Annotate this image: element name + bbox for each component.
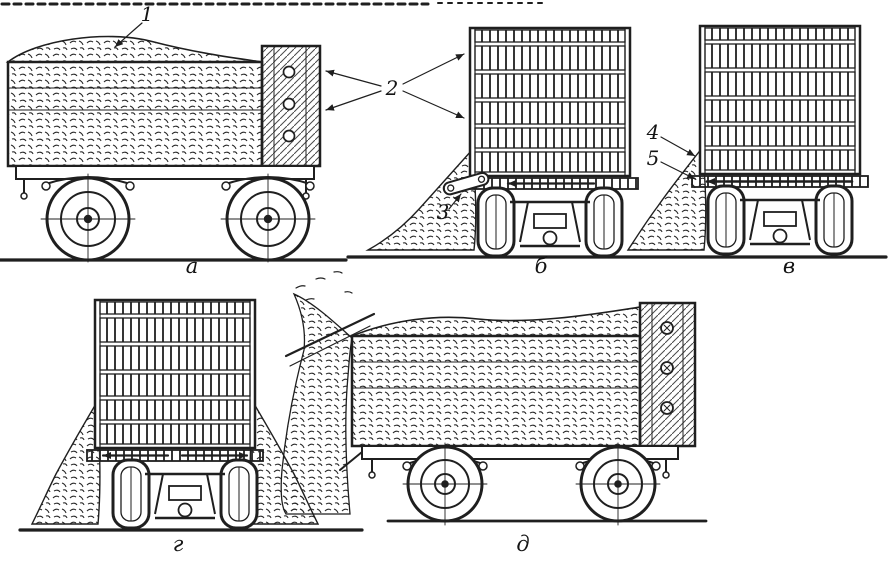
tailgate [638, 301, 697, 448]
right-wheel [219, 458, 259, 530]
tailgate [260, 44, 322, 168]
side-rails [351, 361, 641, 389]
callout-4-leader [660, 136, 696, 157]
callout-2-leader-b-bottom [402, 90, 465, 119]
left-wheel [111, 458, 151, 530]
thrown-material-stream [280, 292, 353, 515]
rack-body [93, 298, 257, 450]
callout-1-leader [114, 22, 143, 48]
trailer-body [350, 334, 642, 448]
subfigure-v [626, 24, 869, 256]
subfigure-a [0, 35, 348, 263]
trailer-body [6, 60, 264, 168]
subfigure-g-label: г [173, 532, 184, 556]
subfigure-b-label: б [535, 254, 548, 278]
rack-body [698, 24, 862, 176]
callout-2-leader-a-top [325, 69, 382, 87]
side-rails [7, 87, 263, 111]
callout-3-leader [448, 193, 462, 210]
rack-body [468, 26, 632, 178]
pickup-chute [442, 171, 490, 196]
callout-4-label: 4 [646, 120, 660, 144]
subfigure-d [280, 271, 708, 526]
callout-1-label: 1 [141, 2, 154, 26]
flying-flecks [295, 271, 353, 301]
subfigure-b [346, 26, 888, 259]
subfigure-d-label: д [516, 532, 529, 556]
running-gear [143, 472, 227, 520]
wheel-rear [220, 173, 316, 263]
callout-leaders [114, 22, 696, 210]
material-pile-left [30, 399, 101, 525]
chassis-frame [15, 165, 315, 180]
material-pile [365, 148, 477, 251]
callout-5-label: 5 [647, 146, 660, 170]
deflector-chute [284, 312, 376, 367]
subfigure-v-label: в [783, 254, 795, 278]
callout-2-leader-b-top [402, 53, 465, 85]
wheel-rear [575, 442, 661, 526]
running-gear [508, 200, 592, 248]
scan-edge-artifact [0, 2, 545, 6]
labels: 1 2 3 4 5 а б в г д [141, 2, 795, 556]
hitch-posts [339, 451, 670, 479]
right-wheel [814, 184, 854, 256]
wheel-front [402, 442, 488, 526]
callout-3-label: 3 [437, 200, 450, 224]
callout-2-leader-a-bottom [325, 90, 382, 111]
load-heap [351, 306, 641, 337]
callout-5-leader [660, 161, 696, 180]
callout-2-label: 2 [385, 76, 399, 100]
cross-conveyor-tray [86, 449, 264, 462]
load-heap [5, 35, 263, 63]
material-pile [626, 146, 707, 251]
running-gear [738, 198, 822, 246]
wheel-front [40, 173, 136, 263]
right-wheel [584, 186, 624, 258]
left-wheel [706, 184, 746, 256]
subfigure-a-label: а [186, 254, 199, 278]
left-wheel [476, 186, 516, 258]
